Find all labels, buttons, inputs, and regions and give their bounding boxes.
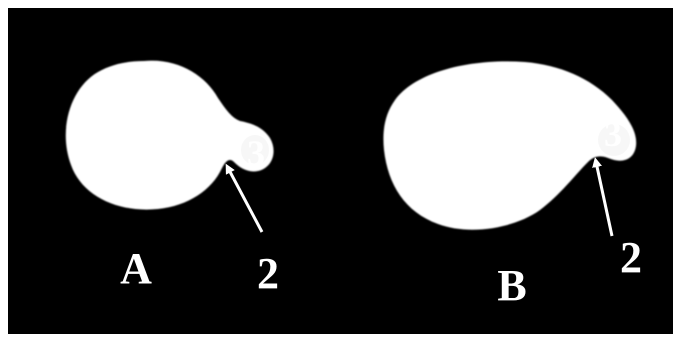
panel-b-title: B — [497, 261, 526, 310]
panel-b-label-2: 2 — [620, 233, 642, 282]
panel-b-constriction-arrow — [592, 157, 614, 237]
panel-b-label-3: 3 — [604, 114, 622, 154]
panel-a-label-3: 3 — [247, 133, 265, 173]
panel-a: 1 3 2 A — [65, 60, 279, 298]
panel-b: 1 3 2 B — [383, 61, 642, 310]
panel-b-specimen-body — [383, 61, 637, 230]
panel-a-label-1: 1 — [141, 101, 160, 143]
panel-a-title: A — [120, 244, 152, 293]
panel-a-label-2: 2 — [257, 249, 279, 298]
panel-a-specimen-body — [65, 60, 274, 210]
panel-b-label-1: 1 — [475, 122, 494, 164]
panel-a-constriction-arrow — [225, 163, 264, 233]
panel-b-bud-shade — [598, 124, 630, 156]
panel-a-bud-shade — [241, 135, 269, 165]
